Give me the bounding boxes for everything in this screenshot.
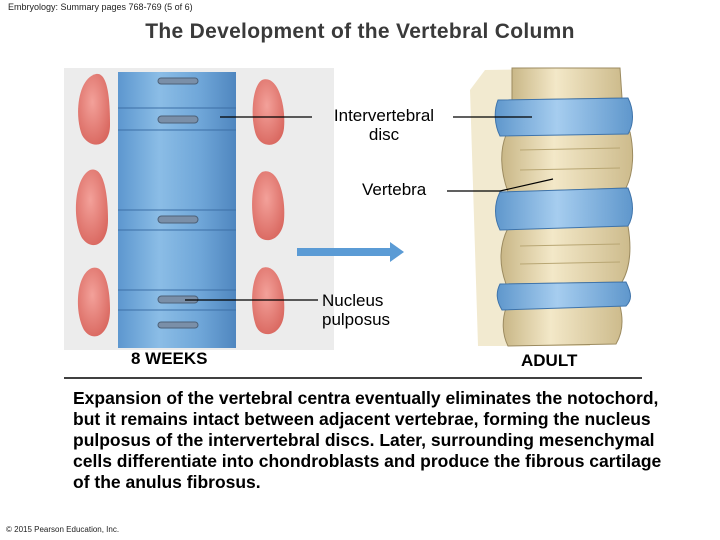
sclerotome-left bbox=[75, 73, 110, 337]
sclerotome-right bbox=[252, 79, 285, 335]
label-8-weeks: 8 WEEKS bbox=[131, 349, 208, 368]
copyright-notice: © 2015 Pearson Education, Inc. bbox=[6, 525, 120, 534]
slide-title: The Development of the Vertebral Column bbox=[145, 20, 575, 43]
label-nucleus-pulposus: Nucleus pulposus bbox=[322, 291, 391, 329]
development-arrow bbox=[297, 242, 404, 262]
label-adult: ADULT bbox=[521, 351, 578, 370]
notochord-segments bbox=[157, 77, 199, 329]
adult-column bbox=[470, 67, 634, 347]
caption-text: Expansion of the vertebral centra eventu… bbox=[73, 388, 662, 492]
embryonic-column bbox=[118, 72, 236, 348]
label-intervertebral-disc: Intervertebral disc bbox=[333, 106, 435, 144]
leader-lines bbox=[185, 116, 554, 301]
label-vertebra: Vertebra bbox=[362, 180, 427, 199]
header-caption: Embryology: Summary pages 768-769 (5 of … bbox=[8, 2, 193, 12]
